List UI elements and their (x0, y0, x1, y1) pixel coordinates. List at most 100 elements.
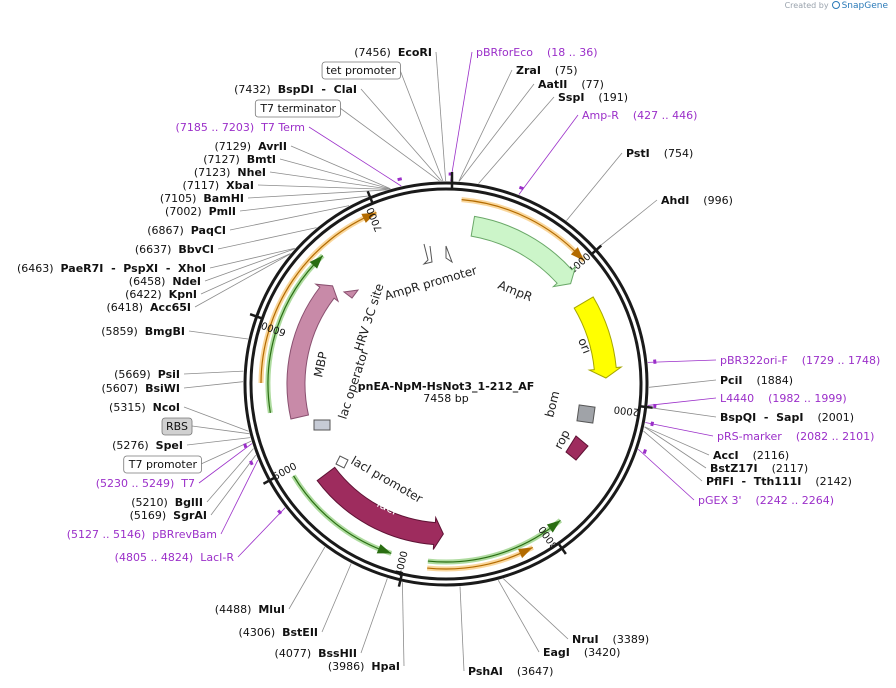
label-bstz17i[interactable]: BstZ17I (2117) (710, 462, 808, 475)
label-ecori[interactable]: (7456) EcoRI (354, 46, 432, 59)
label-bglii[interactable]: (5210) BglII (131, 496, 203, 509)
mbp-label: MBP (311, 350, 330, 378)
aatii-text: AatII (77) (538, 78, 604, 91)
bmti-text: (7127) BmtI (203, 153, 276, 166)
label-bspdi[interactable]: (7432) BspDI - ClaI (234, 83, 357, 96)
label-ncoi[interactable]: (5315) NcoI (109, 401, 180, 414)
label-pmli[interactable]: (7002) PmlI (165, 205, 236, 218)
label-part: (3420) (570, 646, 621, 659)
label-pgex[interactable]: pGEX 3' (2242 .. 2264) (698, 494, 834, 507)
label-part: SpeI (156, 439, 183, 452)
ruler-tick (249, 312, 262, 320)
label-pbrrev[interactable]: (5127 .. 5146) pBRrevBam (67, 528, 217, 541)
label-sgrai[interactable]: (5169) SgrAI (130, 509, 207, 522)
leader-line-eagi (497, 579, 540, 653)
label-ahdi[interactable]: AhdI (996) (661, 194, 733, 207)
ruler-tick (591, 244, 603, 255)
label-aatii[interactable]: AatII (77) (538, 78, 604, 91)
ruler-tick (640, 405, 653, 409)
rbs-box (161, 417, 193, 436)
label-part: (4488) (215, 603, 259, 616)
label-part: (6458) (129, 275, 173, 288)
label-ndei[interactable]: (6458) NdeI (129, 275, 201, 288)
label-nrui[interactable]: NruI (3389) (572, 633, 649, 646)
leader-line-bspdi (360, 88, 442, 182)
label-acc65i[interactable]: (6418) Acc65I (106, 301, 191, 314)
label-bmti[interactable]: (7127) BmtI (203, 153, 276, 166)
label-psii[interactable]: (5669) PsiI (114, 368, 180, 381)
label-part: BmgBI (145, 325, 185, 338)
label-rbs[interactable]: RBS (161, 417, 193, 436)
label-mlui[interactable]: (4488) MluI (215, 603, 285, 616)
ncoi-text: (5315) NcoI (109, 401, 180, 414)
label-l4440[interactable]: L4440 (1982 .. 1999) (720, 392, 847, 405)
label-prs[interactable]: pRS-marker (2082 .. 2101) (717, 430, 874, 443)
paqci-text: (6867) PaqCI (147, 224, 226, 237)
label-t7p[interactable]: (5230 .. 5249) T7 (96, 477, 195, 490)
label-bmgbi[interactable]: (5859) BmgBI (101, 325, 185, 338)
label-t7termp[interactable]: (7185 .. 7203) T7 Term (176, 121, 305, 134)
plasmid-name: pnEA-NpM-HsNot3_1-212_AF (358, 380, 535, 393)
label-part: (6422) (125, 288, 169, 301)
spei-text: (5276) SpeI (112, 439, 183, 452)
label-part: BsiWI (145, 382, 180, 395)
leader-line-ncoi (183, 406, 249, 432)
label-hpai[interactable]: (3986) HpaI (328, 660, 400, 673)
label-part: AvrII (258, 140, 287, 153)
label-bsshii[interactable]: (4077) BssHII (275, 647, 357, 660)
label-xbai[interactable]: (7117) XbaI (183, 179, 254, 192)
label-bsiwi[interactable]: (5607) BsiWI (101, 382, 180, 395)
label-pbr322[interactable]: pBR322ori-F (1729 .. 1748) (720, 354, 880, 367)
label-bbvci[interactable]: (6637) BbvCI (135, 243, 214, 256)
label-lacir[interactable]: (4805 .. 4824) LacI-R (115, 551, 235, 564)
label-t7prom[interactable]: T7 promoter (123, 455, 202, 474)
orf-in2-line (293, 475, 392, 554)
label-bamhi[interactable]: (7105) BamHI (160, 192, 244, 205)
label-pbrfor[interactable]: pBRforEco (18 .. 36) (476, 46, 598, 59)
label-bspqi[interactable]: BspQI - SapI (2001) (720, 411, 854, 424)
label-paqci[interactable]: (6867) PaqCI (147, 224, 226, 237)
label-kpni[interactable]: (6422) KpnI (125, 288, 197, 301)
label-part: AccI (713, 449, 739, 462)
label-eagi[interactable]: EagI (3420) (543, 646, 620, 659)
leader-line-prs (645, 422, 714, 437)
label-part: (6463) (17, 262, 61, 275)
label-spei[interactable]: (5276) SpeI (112, 439, 183, 452)
label-part: (5127 .. 5146) (67, 528, 153, 541)
label-paer7i[interactable]: (6463) PaeR7I - PspXI - XhoI (17, 262, 206, 275)
label-sspi[interactable]: SspI (191) (558, 91, 628, 104)
label-part: BamHI (203, 192, 244, 205)
label-zrai[interactable]: ZraI (75) (516, 64, 578, 77)
leader-line-pcii (648, 379, 717, 388)
leader-line-pshai (459, 586, 465, 672)
label-tetprom[interactable]: tet promoter (321, 61, 401, 80)
label-t7term[interactable]: T7 terminator (254, 99, 341, 118)
label-ampr[interactable]: Amp-R (427 .. 446) (582, 109, 697, 122)
leader-line-ecori (435, 51, 447, 182)
bglii-text: (5210) BglII (131, 496, 203, 509)
snapgene-logo-icon (831, 1, 840, 9)
leader-line-ahdi (596, 199, 658, 249)
label-part: - PspXI - XhoI (103, 262, 206, 275)
label-part: BglII (175, 496, 203, 509)
ruler-tick (366, 190, 374, 203)
tetprom-box (321, 61, 401, 80)
orf-out3-arrowhead (361, 212, 377, 223)
label-avrii[interactable]: (7129) AvrII (215, 140, 287, 153)
label-pflfi[interactable]: PflFI - Tth111I (2142) (706, 475, 852, 488)
ndei-text: (6458) NdeI (129, 275, 201, 288)
label-nhei[interactable]: (7123) NheI (194, 166, 266, 179)
label-pshai[interactable]: PshAI (3647) (468, 665, 553, 678)
ruler-tick (557, 543, 567, 555)
label-bsteii[interactable]: (4306) BstEII (239, 626, 318, 639)
label-part: pGEX 3' (698, 494, 742, 507)
label-acci[interactable]: AccI (2116) (713, 449, 789, 462)
leader-line-bmgbi (188, 330, 249, 340)
label-psti[interactable]: PstI (754) (626, 147, 693, 160)
label-part: (5859) (101, 325, 145, 338)
label-pcii[interactable]: PciI (1884) (720, 374, 793, 387)
leader-line-paer7i (209, 247, 296, 269)
nrui-text: NruI (3389) (572, 633, 649, 646)
label-part: (3389) (599, 633, 650, 646)
